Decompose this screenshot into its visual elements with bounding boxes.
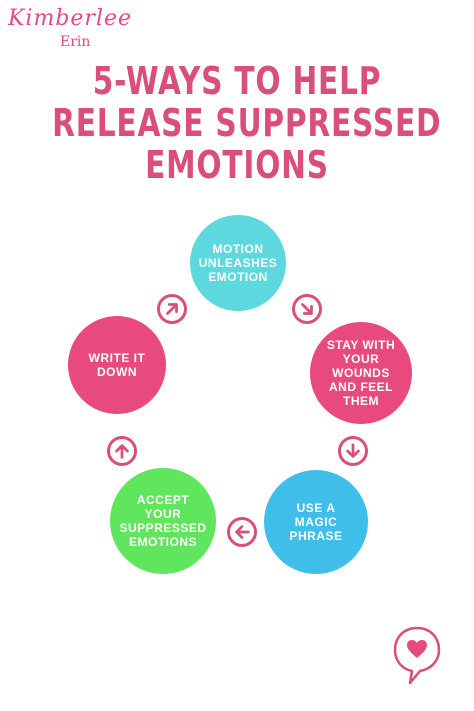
page-title: 5-WAYS TO HELP RELEASE SUPPRESSED EMOTIO… <box>52 59 442 187</box>
step-motion-unleashes-emotion: MOTION UNLEASHES EMOTION <box>190 215 286 311</box>
heart-speech-bubble-icon <box>392 625 442 687</box>
title-line-2: RELEASE SUPPRESSED <box>52 101 442 145</box>
title-line-3: EMOTIONS <box>145 143 329 187</box>
brand-sub-name: Erin <box>60 34 91 50</box>
arrow-up-right-icon <box>157 294 187 324</box>
step-accept-suppressed-emotions: ACCEPT YOUR SUPPRESSED EMOTIONS <box>110 468 216 574</box>
arrow-up-icon <box>107 436 137 466</box>
step-write-it-down: WRITE IT DOWN <box>68 316 166 414</box>
step-stay-with-wounds: STAY WITH YOUR WOUNDS AND FEEL THEM <box>310 322 412 424</box>
brand-script-name: Kimberlee <box>8 6 133 31</box>
arrow-down-icon <box>338 436 368 466</box>
title-line-1: 5-WAYS TO HELP <box>92 59 382 103</box>
arrow-left-icon <box>227 517 257 547</box>
arrow-down-right-icon <box>292 294 322 324</box>
step-use-magic-phrase: USE A MAGIC PHRASE <box>264 470 368 574</box>
